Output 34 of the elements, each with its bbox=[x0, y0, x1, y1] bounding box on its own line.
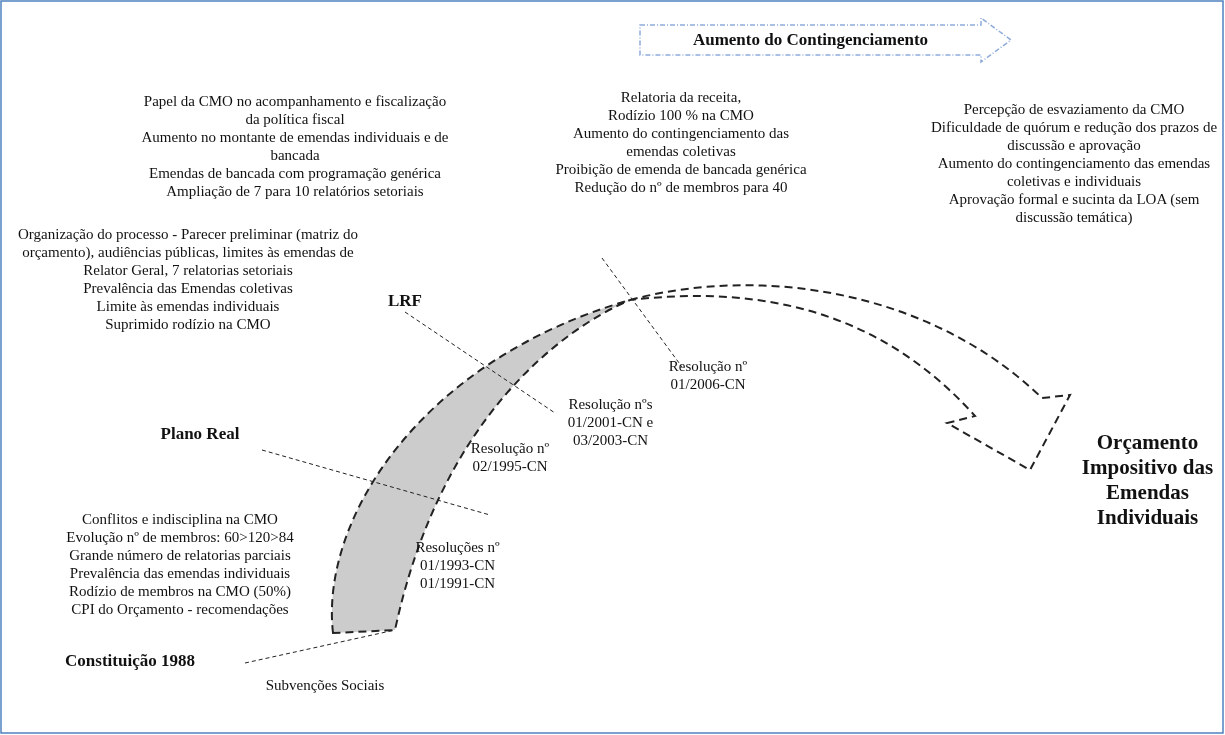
list-item-text: Aprovação formal e sucinta da LOA (sem discussão temática) bbox=[947, 190, 1201, 226]
list-item-text: Percepção de esvaziamento da CMO bbox=[962, 100, 1186, 118]
note-text: Subvenções Sociais bbox=[264, 676, 386, 694]
list-item-text: Rodízio 100 % na CMO bbox=[607, 106, 755, 124]
resolution-label: Resoluções nº 01/1993-CN 01/1991-CN bbox=[414, 538, 501, 592]
node-text: Aumento do Contingenciamento bbox=[691, 29, 930, 51]
list-item-text: Papel da CMO no acompanhamento e fiscalização da política fiscal bbox=[142, 92, 448, 128]
list-item-text: Limite às emendas individuais bbox=[95, 297, 281, 315]
list-item-text: Prevalência das emendas individuais bbox=[68, 564, 292, 582]
list-item-text: Redução do nº de membros para 40 bbox=[573, 178, 789, 196]
list-item-text: Aumento do contingenciamento das emendas coletivas bbox=[571, 124, 791, 160]
list-item-text: Emendas de bancada com programação genérica bbox=[148, 164, 442, 182]
list-item-text: Aumento do contingenciamento das emendas coletivas e individuais bbox=[936, 154, 1212, 190]
list-item-text: Aumento no montante de emendas individuais e de bancada bbox=[140, 128, 450, 164]
list-item-text: Proibição de emenda de bancada genérica bbox=[554, 160, 808, 178]
list-item-text: Dificuldade de quórum e redução dos prazos de discussão e aprovação bbox=[929, 118, 1219, 154]
resolution-label: Resolução nº 02/1995-CN bbox=[469, 439, 551, 475]
list-item-text: Ampliação de 7 para 10 relatórios setoriais bbox=[165, 182, 425, 200]
resolution-label: Resolução nº 01/2006-CN bbox=[667, 357, 749, 393]
list-item-text: Suprimido rodízio na CMO bbox=[104, 315, 272, 333]
list-item-text: Conflitos e indisciplina na CMO bbox=[81, 510, 279, 528]
goal-label: Orçamento Impositivo das Emendas Individuais bbox=[1080, 430, 1215, 530]
milestone-label: LRF bbox=[387, 292, 423, 310]
list-item-text: Prevalência das Emendas coletivas bbox=[82, 279, 294, 297]
milestone-label: Plano Real bbox=[159, 425, 241, 443]
list-item-text: Grande número de relatorias parciais bbox=[68, 546, 292, 564]
list-item-text: CPI do Orçamento - recomendações bbox=[70, 600, 290, 618]
list-item-text: Relatoria da receita, bbox=[619, 88, 743, 106]
list-item-text: Organização do processo - Parecer preliminar (matriz do orçamento), audiências públicas, limites às emendas de Relator Geral, 7 relatorias setoriais bbox=[18, 225, 358, 279]
list-item-text: Evolução nº de membros: 60>120>84 bbox=[65, 528, 295, 546]
resolution-label: Resolução nºs 01/2001-CN e 03/2003-CN bbox=[566, 395, 655, 449]
block-arrow bbox=[638, 16, 1013, 64]
milestone-label: Constituição 1988 bbox=[64, 652, 196, 670]
list-item-text: Rodízio de membros na CMO (50%) bbox=[67, 582, 293, 600]
